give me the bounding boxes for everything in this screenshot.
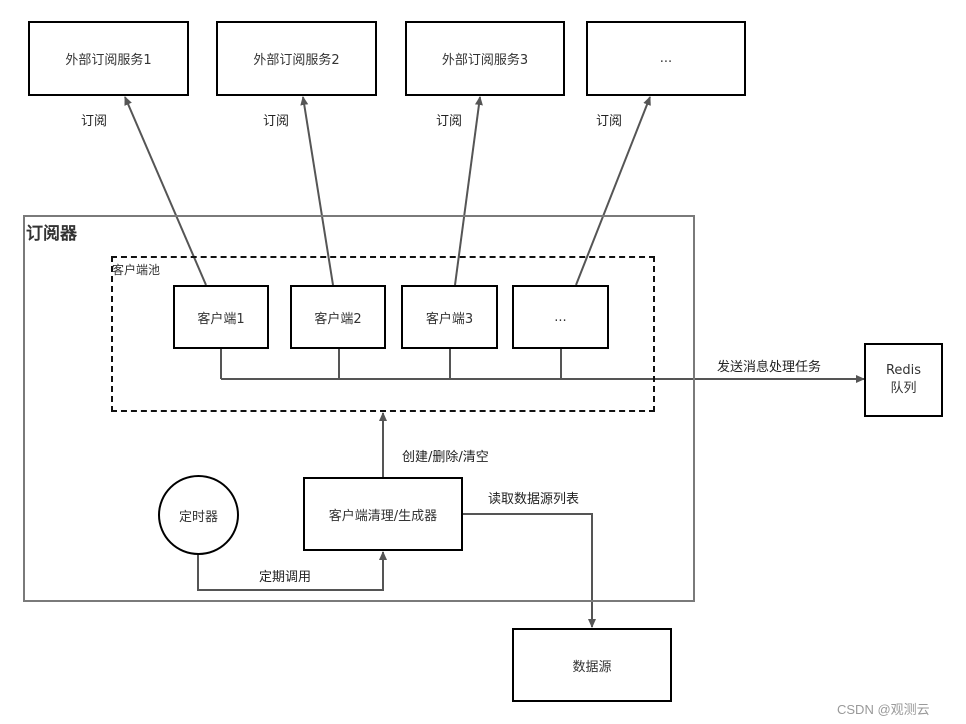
watermark: CSDN @观测云 <box>837 702 930 717</box>
external-service-3: 外部订阅服务3 <box>405 21 565 96</box>
subscriber-title: 订阅器 <box>26 224 77 244</box>
redis-queue: Redis 队列 <box>864 343 943 417</box>
client-more: ... <box>512 285 609 349</box>
subscribe-arrow-3 <box>454 96 483 286</box>
client-3-label: 客户端3 <box>425 311 474 327</box>
client-1: 客户端1 <box>173 285 269 349</box>
create-delete-clear-label: 创建/删除/清空 <box>402 450 489 465</box>
redis-queue-line1: Redis <box>885 363 922 378</box>
send-task-label: 发送消息处理任务 <box>717 360 822 375</box>
generator-to-datasource-arrow <box>462 513 596 628</box>
subscribe-arrow-1 <box>124 96 207 286</box>
subscribe-label-4: 订阅 <box>596 114 623 129</box>
data-source: 数据源 <box>512 628 672 702</box>
client-generator-label: 客户端清理/生成器 <box>328 508 438 524</box>
periodic-call-label: 定期调用 <box>259 570 312 585</box>
external-service-3-label: 外部订阅服务3 <box>441 53 529 68</box>
subscribe-arrow-2 <box>300 96 334 286</box>
redis-queue-line2: 队列 <box>890 381 917 396</box>
subscribe-label-1: 订阅 <box>81 114 108 129</box>
client-2: 客户端2 <box>290 285 386 349</box>
client-2-label: 客户端2 <box>314 311 362 327</box>
client-1-label: 客户端1 <box>197 311 245 327</box>
client-generator: 客户端清理/生成器 <box>303 477 463 551</box>
read-datasource-list-label: 读取数据源列表 <box>488 492 580 507</box>
client-pool-title: 客户端池 <box>112 263 161 277</box>
external-service-more-label: ... <box>659 51 673 66</box>
subscribe-label-3: 订阅 <box>436 114 463 129</box>
data-source-label: 数据源 <box>572 659 612 675</box>
external-service-2: 外部订阅服务2 <box>216 21 377 96</box>
timer-label: 定时器 <box>178 509 218 525</box>
external-service-1: 外部订阅服务1 <box>28 21 189 96</box>
external-service-2-label: 外部订阅服务2 <box>253 53 340 68</box>
subscriber-container <box>23 215 695 602</box>
subscribe-arrow-4 <box>575 96 651 286</box>
timer: 定时器 <box>158 475 239 555</box>
client-3: 客户端3 <box>401 285 498 349</box>
subscribe-label-2: 订阅 <box>263 114 290 129</box>
external-service-more: ... <box>586 21 746 96</box>
client-pool <box>111 256 655 412</box>
client-more-label: ... <box>554 309 567 325</box>
timer-to-generator-arrow <box>197 551 387 591</box>
external-service-1-label: 外部订阅服务1 <box>65 53 152 68</box>
